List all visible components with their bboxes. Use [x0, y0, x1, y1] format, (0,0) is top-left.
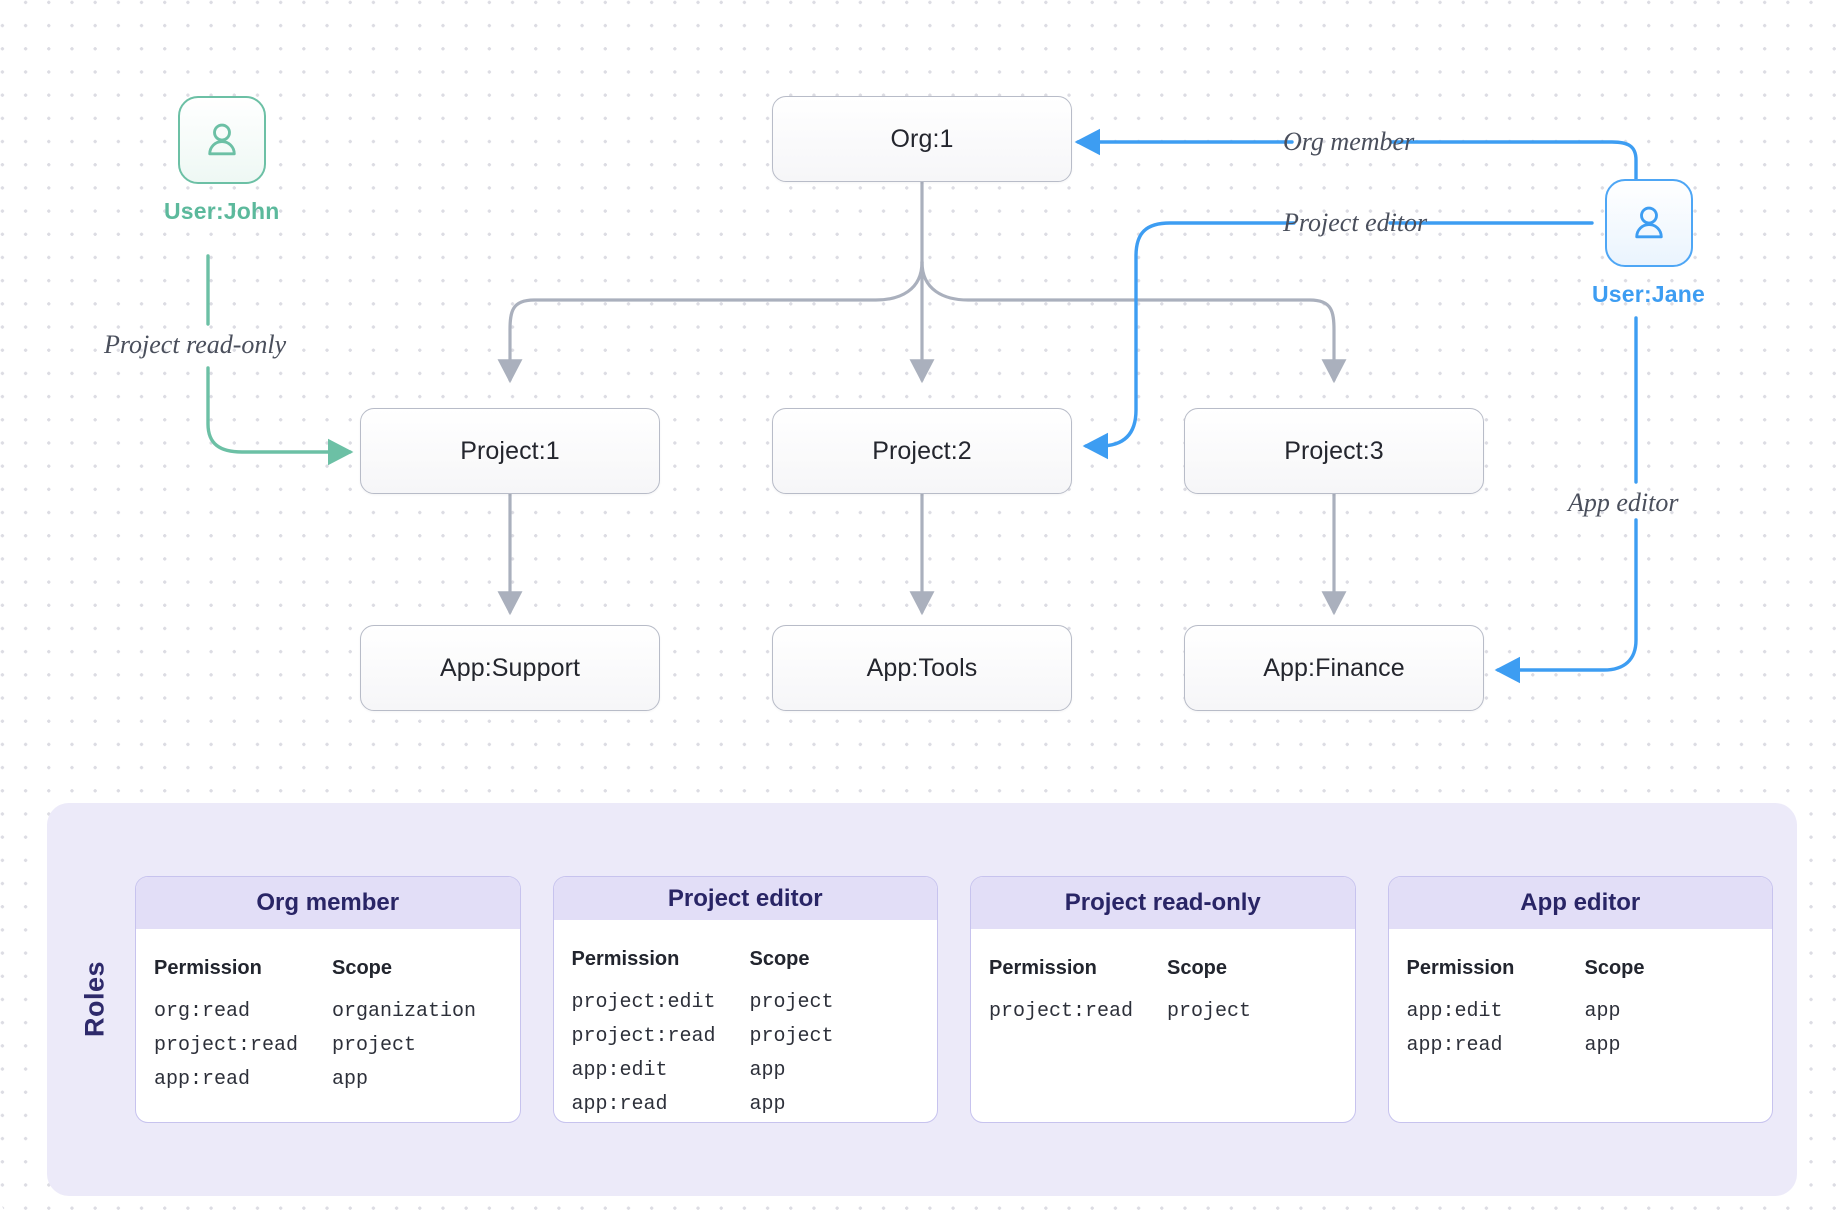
role-permission-row: app:edit app	[572, 1054, 920, 1088]
user-john[interactable]: User:John	[164, 96, 280, 225]
permission-value: app:read	[571, 1093, 668, 1116]
user-label: User:Jane	[1592, 281, 1706, 307]
scope-value: organization	[332, 1000, 477, 1023]
scope-value: project	[332, 1034, 417, 1057]
role-table-header: Permission Scope	[1407, 951, 1755, 985]
role-permission-row: project:read project	[154, 1029, 502, 1063]
role-card-body: Permission Scope app:edit app app:read app	[1389, 929, 1773, 1063]
role-card-title: App editor	[1388, 877, 1772, 929]
user-icon	[208, 123, 236, 156]
column-header-permission: Permission	[571, 948, 680, 970]
permission-value: app:edit	[1406, 1000, 1503, 1023]
rel-text: App editor	[1568, 488, 1679, 517]
role-permission-row: project:read project	[572, 1020, 920, 1054]
node-project-1[interactable]: Project:1	[360, 408, 660, 494]
scope-value: app	[749, 1093, 786, 1116]
node-label: Project:1	[460, 436, 560, 465]
relationship-label-org-member: Org member	[1283, 127, 1414, 157]
role-permission-row: project:read project	[989, 995, 1337, 1029]
relationship-label-project-read-only: Project read-only	[104, 330, 286, 360]
user-avatar-tile[interactable]	[1604, 179, 1693, 267]
user-jane[interactable]: User:Jane	[1592, 179, 1705, 308]
permission-value: app:read	[1406, 1034, 1503, 1057]
node-app-finance[interactable]: App:Finance	[1184, 625, 1484, 711]
column-header-permission: Permission	[989, 957, 1097, 979]
column-header-scope: Scope	[1167, 957, 1228, 979]
scope-value: app	[1584, 1034, 1621, 1057]
node-label: App:Support	[439, 653, 581, 682]
node-label: Project:2	[872, 436, 972, 465]
role-card-title: Org member	[136, 877, 520, 929]
user-avatar-tile[interactable]	[177, 96, 266, 184]
scope-value: project	[1167, 1000, 1252, 1023]
relationship-label-app-editor: App editor	[1568, 488, 1679, 518]
permission-value: project:read	[571, 1025, 716, 1048]
role-permission-row: org:read organization	[154, 995, 502, 1029]
node-app-support[interactable]: App:Support	[360, 625, 660, 711]
rel-text: Project read-only	[104, 330, 287, 359]
roles-panel-title: Roles	[79, 961, 110, 1038]
column-header-scope: Scope	[1584, 957, 1645, 979]
permission-value: app:read	[154, 1068, 251, 1091]
node-label: App:Tools	[866, 653, 978, 682]
node-project-2[interactable]: Project:2	[772, 408, 1072, 494]
role-permission-row: app:read app	[572, 1088, 920, 1122]
role-table-header: Permission Scope	[154, 951, 502, 985]
permission-value: app:edit	[571, 1059, 668, 1082]
role-table-header: Permission Scope	[572, 942, 920, 976]
column-header-scope: Scope	[332, 957, 393, 979]
permission-value: project:read	[154, 1034, 299, 1057]
role-card-title: Project editor	[553, 877, 937, 920]
role-permission-row: app:read app	[154, 1063, 502, 1097]
column-header-scope: Scope	[749, 948, 810, 970]
permission-value: project:edit	[571, 991, 716, 1014]
node-label: Org:1	[890, 124, 954, 153]
role-permission-row: project:edit project	[572, 986, 920, 1020]
role-card-body: Permission Scope project:read project	[971, 929, 1355, 1029]
scope-value: project	[749, 991, 834, 1014]
role-card-title: Project read-only	[971, 877, 1355, 929]
scope-value: app	[749, 1059, 786, 1082]
scope-value: project	[749, 1025, 834, 1048]
permission-value: org:read	[154, 1000, 251, 1023]
role-permission-row: app:edit app	[1407, 995, 1755, 1029]
rel-text: Project editor	[1283, 208, 1428, 237]
role-table-header: Permission Scope	[989, 951, 1337, 985]
node-label: Project:3	[1284, 436, 1384, 465]
permission-value: project:read	[989, 1000, 1134, 1023]
scope-value: app	[332, 1068, 369, 1091]
node-app-tools[interactable]: App:Tools	[772, 625, 1072, 711]
column-header-permission: Permission	[1406, 957, 1515, 979]
role-permission-row: app:read app	[1407, 1029, 1755, 1063]
user-label: User:John	[164, 198, 280, 224]
scope-value: app	[1584, 1000, 1621, 1023]
column-header-permission: Permission	[154, 957, 262, 979]
node-org-1[interactable]: Org:1	[772, 96, 1072, 182]
role-card-body: Permission Scope org:read organization proje…	[136, 929, 520, 1097]
relationship-label-project-editor: Project editor	[1283, 208, 1427, 238]
node-project-3[interactable]: Project:3	[1184, 408, 1484, 494]
rel-text: Org member	[1283, 127, 1415, 156]
node-label: App:Finance	[1263, 653, 1405, 682]
user-icon	[1634, 206, 1663, 239]
